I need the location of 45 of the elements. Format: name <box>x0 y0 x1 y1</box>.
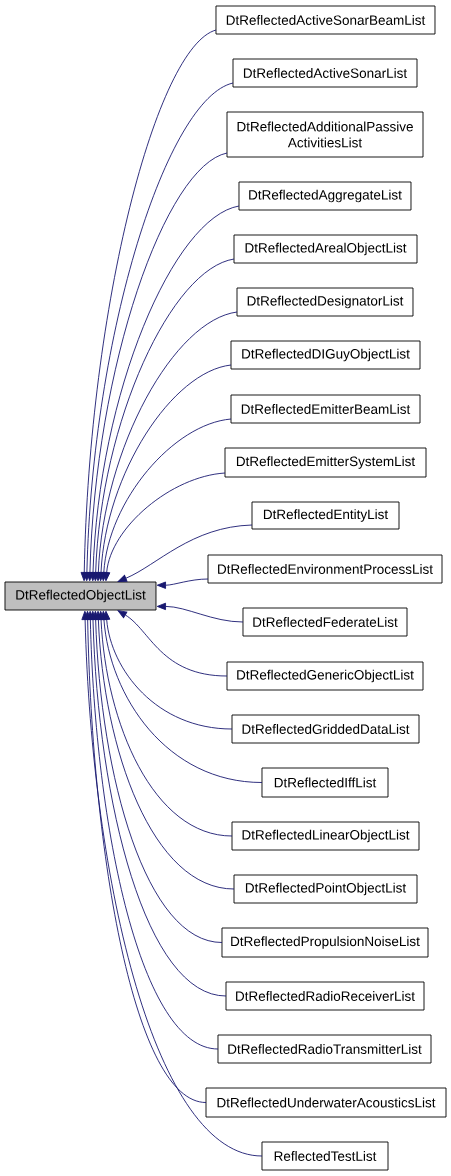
class-box: DtReflectedDesignatorList <box>236 287 414 317</box>
class-box: DtReflectedLinearObjectList <box>231 821 420 851</box>
class-box: DtReflectedRadioReceiverList <box>225 981 425 1011</box>
class-box: DtReflectedIffList <box>261 767 389 798</box>
arrow <box>117 610 228 677</box>
arrow <box>80 29 217 582</box>
arrow <box>89 205 240 582</box>
arrow <box>92 258 235 582</box>
arrow <box>100 610 263 783</box>
arrow <box>103 610 233 730</box>
class-box: DtReflectedActiveSonarBeamList <box>215 5 436 35</box>
arrow <box>81 610 263 1157</box>
class-box: DtReflectedRadioTransmitterList <box>217 1034 432 1064</box>
arrow <box>83 82 234 582</box>
arrow <box>103 472 226 582</box>
class-box: DtReflectedEmitterBeamList <box>230 394 421 424</box>
arrow <box>89 610 227 997</box>
class-box: DtReflectedPropulsionNoiseList <box>221 927 429 958</box>
class-box: DtReflectedEnvironmentProcessList <box>207 554 443 584</box>
class-box: DtReflectedAdditionalPassive ActivitiesList <box>226 111 424 158</box>
arrow <box>117 524 253 582</box>
arrow <box>156 602 244 623</box>
arrow <box>156 578 209 589</box>
class-box: DtReflectedPointObjectList <box>233 874 418 904</box>
arrow <box>94 311 238 582</box>
class-box: DtReflectedUnderwaterAcousticsList <box>205 1087 447 1118</box>
class-box: DtReflectedActiveSonarList <box>232 58 418 88</box>
arrow <box>97 610 233 837</box>
class-box: DtReflectedEntityList <box>251 501 400 530</box>
class-box: DtReflectedObjectList <box>4 581 157 611</box>
class-box: DtReflectedFederateList <box>242 607 408 637</box>
arrow <box>100 418 232 582</box>
class-box: ReflectedTestList <box>261 1141 389 1171</box>
class-box: DtReflectedArealObjectList <box>233 234 418 264</box>
arrow <box>91 610 223 943</box>
class-box: DtReflectedGenericObjectList <box>226 661 424 691</box>
class-box: DtReflectedAggregateList <box>238 181 412 211</box>
arrow <box>86 610 219 1050</box>
class-box: DtReflectedEmitterSystemList <box>224 447 427 478</box>
arrow <box>84 610 207 1103</box>
arrow <box>86 152 228 582</box>
class-box: DtReflectedGriddedDataList <box>231 714 420 744</box>
arrow <box>97 364 232 582</box>
arrow <box>94 610 235 890</box>
class-box: DtReflectedDIGuyObjectList <box>230 340 421 370</box>
